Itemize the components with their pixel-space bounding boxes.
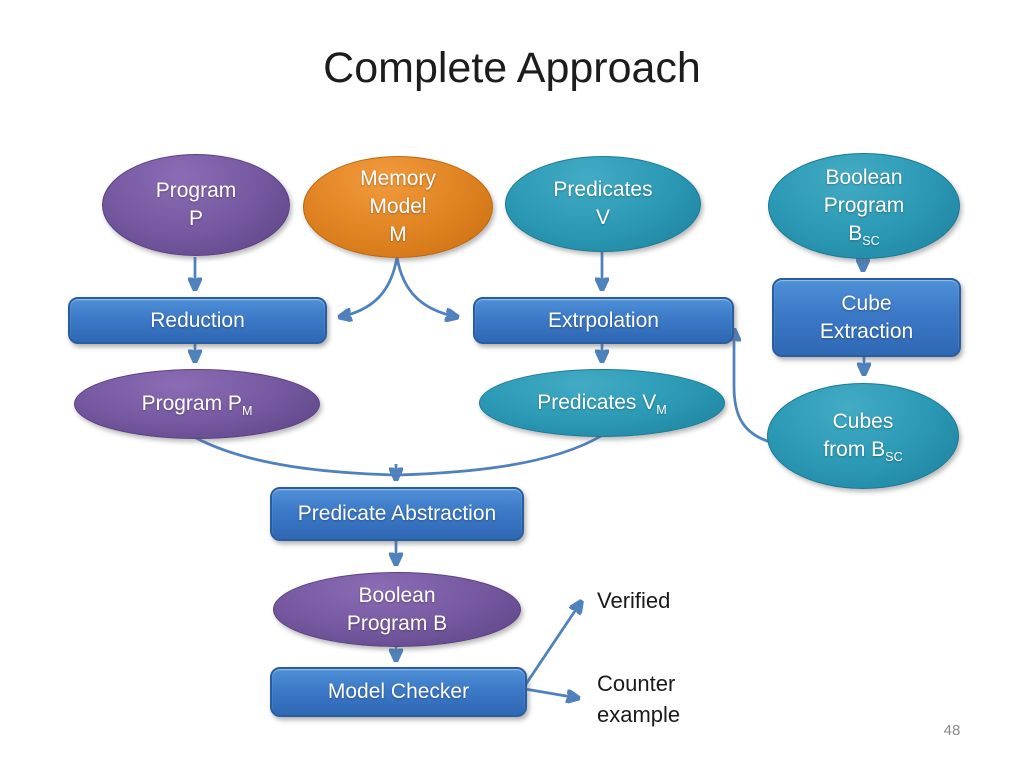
node-label-subscript: SC (862, 234, 880, 249)
node-program-p: Program P (102, 154, 290, 256)
node-predicates-vm: Predicates VM (479, 369, 725, 437)
node-label-main: from B (823, 438, 886, 461)
node-label: Model (369, 195, 427, 219)
outcome-counterexample-line1: Counter (597, 671, 676, 696)
node-label: Boolean (358, 583, 436, 607)
node-label: Program B (346, 611, 448, 635)
outcome-counterexample-line2: example (597, 702, 681, 728)
node-label-main: Predicates V (537, 391, 657, 415)
node-label: Extrpolation (548, 308, 659, 332)
node-label: Boolean (825, 166, 903, 190)
outcome-counterexample: Counter example (597, 668, 680, 730)
node-boolean-program-b: Boolean Program B (273, 572, 521, 647)
arrow-predicates-vm-to-merge (397, 434, 602, 477)
arrow-memory-model-to-reduction (340, 256, 399, 317)
node-label: Memory (360, 167, 436, 191)
node-label: Model Checker (327, 680, 470, 704)
node-reduction: Reduction (68, 297, 327, 344)
node-label: Program PM (142, 390, 253, 418)
arrow-program-pm-to-merge (195, 436, 395, 477)
node-label-subscript: M (241, 404, 253, 419)
node-label-main: Program P (141, 392, 242, 416)
node-memory-model-m: Memory Model M (303, 156, 493, 258)
node-cube-extraction: Cube Extraction (772, 278, 961, 357)
node-model-checker: Model Checker (270, 667, 527, 717)
node-label: Predicates VM (537, 389, 667, 417)
node-boolean-program-bsc: Boolean Program BSC (768, 153, 960, 259)
node-label: BSC (848, 220, 880, 248)
arrow-memory-model-to-extrpolation (395, 256, 457, 317)
arrow-model-checker-to-counterexample (524, 687, 578, 698)
node-cubes-from-bsc: Cubes from BSC (767, 383, 959, 489)
node-label: V (595, 206, 610, 229)
node-label: Cubes (832, 410, 894, 434)
node-extrpolation: Extrpolation (473, 297, 734, 344)
node-predicates-v: Predicates V (505, 156, 701, 252)
node-program-pm: Program PM (74, 369, 320, 439)
node-label: Cube (841, 291, 892, 315)
node-label: Program (823, 194, 905, 218)
node-label: Predicates (553, 178, 653, 202)
node-label: M (389, 222, 407, 246)
node-label-subscript: M (656, 403, 667, 418)
node-label: Predicate Abstraction (297, 502, 497, 526)
node-label: from BSC (823, 436, 902, 464)
node-label: Reduction (150, 308, 245, 332)
arrow-model-checker-to-verified (522, 602, 581, 688)
node-label: P (188, 207, 203, 230)
slide-title: Complete Approach (323, 44, 701, 92)
node-label: Program (155, 179, 237, 203)
node-label-main: B (848, 221, 863, 245)
outcome-verified: Verified (597, 588, 671, 613)
node-predicate-abstraction: Predicate Abstraction (270, 487, 524, 541)
node-label-subscript: SC (885, 450, 903, 465)
page-number: 48 (943, 722, 961, 739)
node-label: Extraction (819, 319, 914, 343)
